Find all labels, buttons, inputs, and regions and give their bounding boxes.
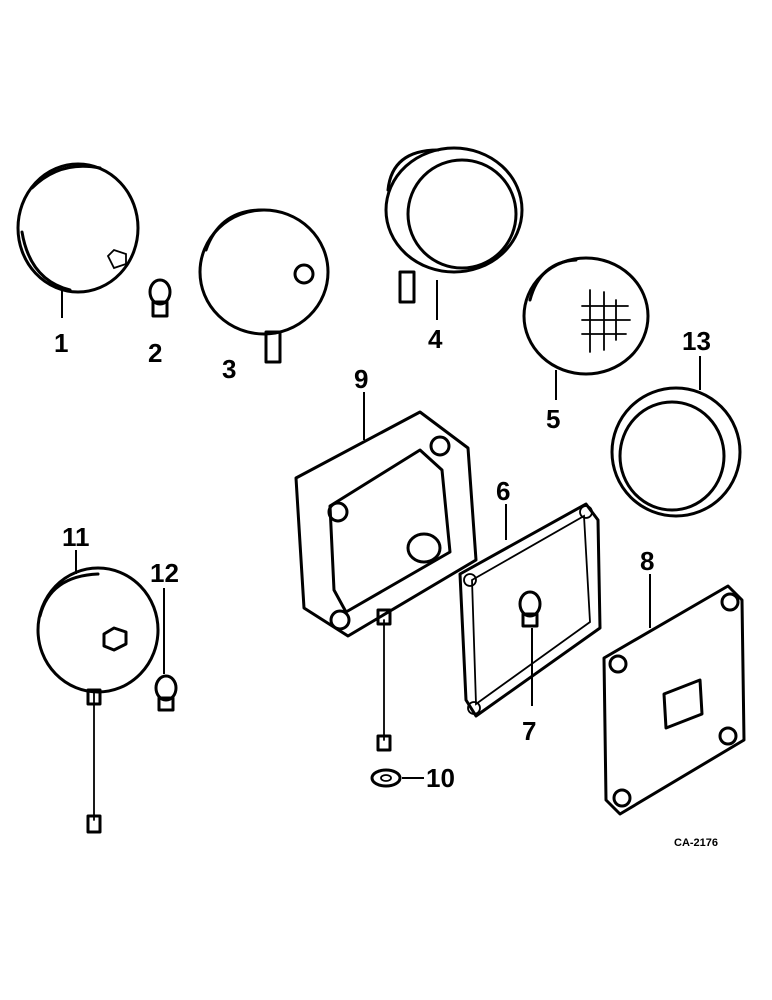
lamp-housing-3 <box>198 208 330 364</box>
lamp-11 <box>36 550 160 834</box>
gasket-6 <box>458 502 602 718</box>
callout-11: 11 <box>62 522 90 552</box>
callout-12: 12 <box>150 558 179 588</box>
callout-9: 9 <box>354 364 368 394</box>
callout-4: 4 <box>428 324 443 354</box>
drawing-code: CA-2176 <box>674 837 718 849</box>
lamp-housing-1 <box>16 162 140 318</box>
lens-5 <box>522 256 650 400</box>
callout-3: 3 <box>222 354 236 384</box>
callout-6: 6 <box>496 476 510 506</box>
plate-8 <box>602 574 746 816</box>
frame-9 <box>294 392 478 752</box>
bulb-2 <box>148 278 172 318</box>
bulb-7 <box>518 590 542 706</box>
bulb-12 <box>154 588 178 712</box>
lamp-housing-4 <box>384 146 524 320</box>
callout-7: 7 <box>522 716 536 746</box>
callout-5: 5 <box>546 404 560 434</box>
washer-10 <box>370 768 424 788</box>
callout-2: 2 <box>148 338 162 368</box>
callout-13: 13 <box>682 326 711 356</box>
bezel-ring-13 <box>610 356 742 518</box>
callout-8: 8 <box>640 546 654 576</box>
callout-10: 10 <box>426 763 455 793</box>
callout-1: 1 <box>54 328 68 358</box>
